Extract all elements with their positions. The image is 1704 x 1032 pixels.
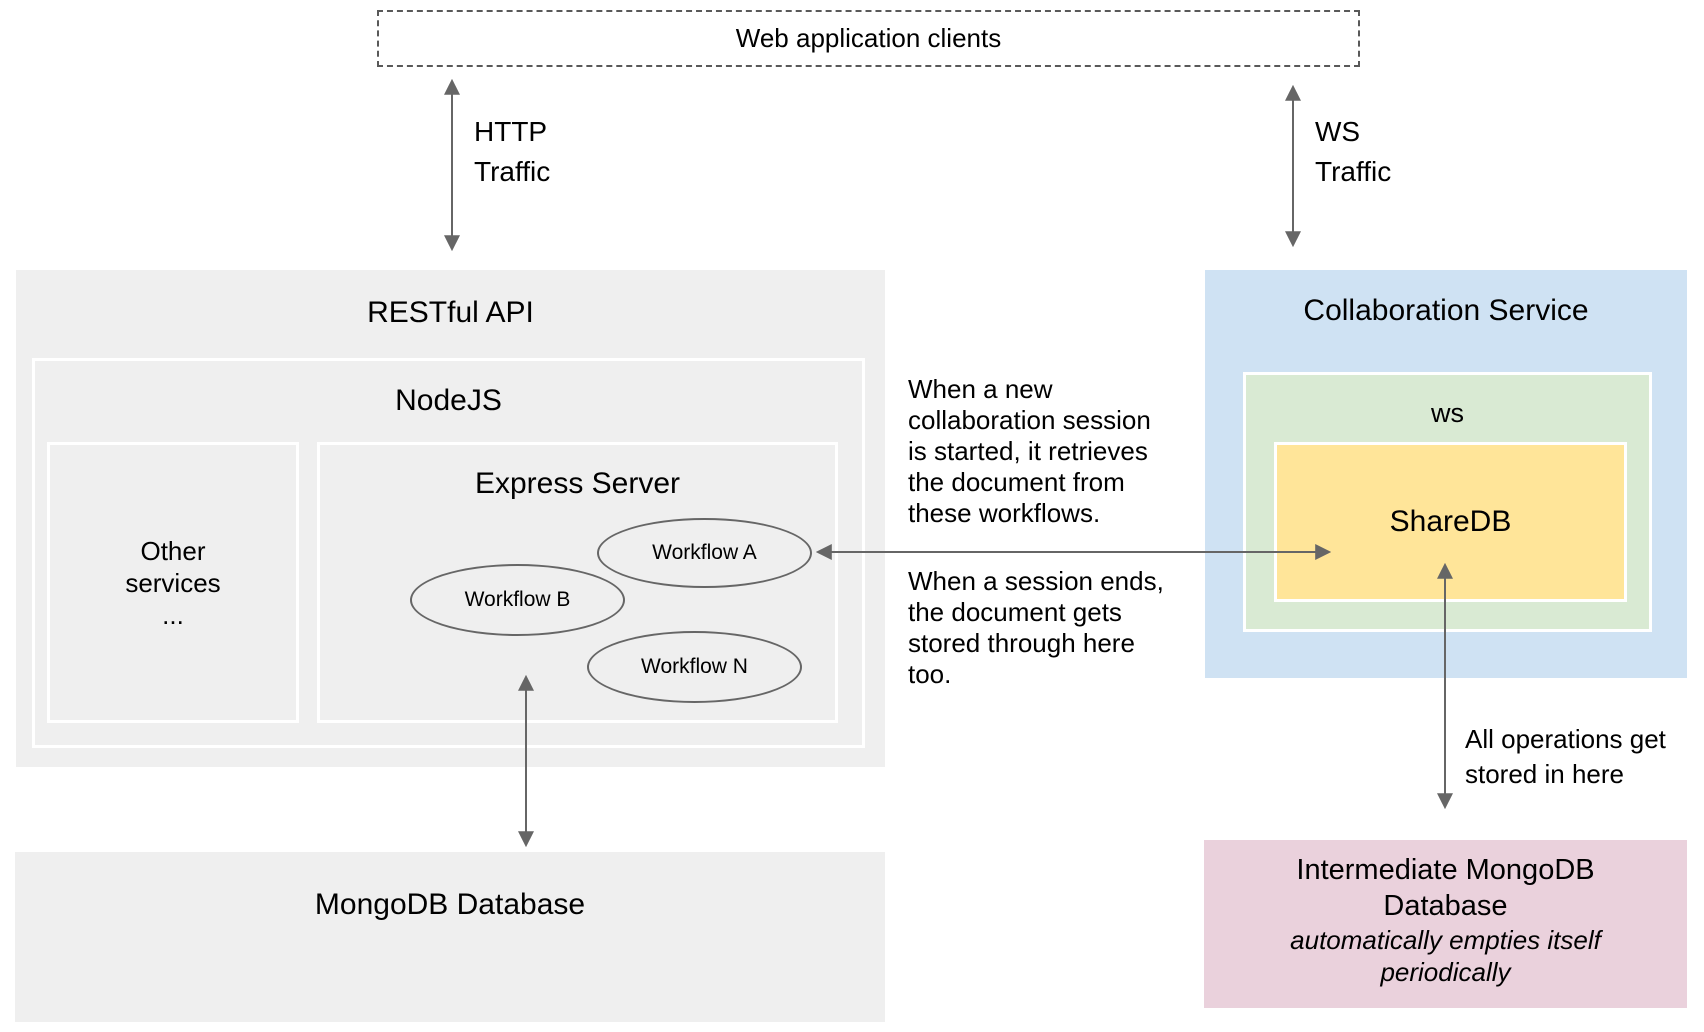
mongodb-box xyxy=(15,852,885,1022)
web-clients-label: Web application clients xyxy=(735,23,1002,53)
express-server-title: Express Server xyxy=(474,467,681,500)
intermediate-mongodb-subtitle: automatically empties itself periodicall… xyxy=(1290,925,1601,987)
workflow-b-label: Workflow B xyxy=(464,588,571,611)
intermediate-mongodb-title: Intermediate MongoDB Database xyxy=(1296,854,1595,922)
sharedb-box: ShareDB xyxy=(1274,442,1627,602)
intermediate-mongodb-box: Intermediate MongoDB Database automatica… xyxy=(1204,840,1687,1008)
workflow-n-ellipse: Workflow N xyxy=(587,631,802,703)
workflow-a-label: Workflow A xyxy=(652,541,757,564)
ws-box-title: ws xyxy=(1431,398,1464,428)
mongodb-title: MongoDB Database xyxy=(314,888,586,921)
other-services-box: Other services ... xyxy=(47,442,299,723)
workflow-a-ellipse: Workflow A xyxy=(597,518,812,588)
other-services-label: Other services ... xyxy=(125,535,221,630)
workflow-n-label: Workflow N xyxy=(641,655,748,678)
workflow-b-ellipse: Workflow B xyxy=(410,564,625,636)
collaboration-service-title: Collaboration Service xyxy=(1303,294,1589,327)
restful-api-title: RESTful API xyxy=(367,296,534,329)
http-traffic-label: HTTP Traffic xyxy=(474,116,551,187)
ws-traffic-label: WS Traffic xyxy=(1315,116,1392,187)
nodejs-title: NodeJS xyxy=(395,384,502,417)
session-start-note: When a new collaboration session is star… xyxy=(908,374,1151,528)
session-end-note: When a session ends, the document gets s… xyxy=(908,566,1164,689)
sharedb-title: ShareDB xyxy=(1389,505,1512,538)
operations-note: All operations get stored in here xyxy=(1465,724,1666,789)
web-clients-box: Web application clients xyxy=(377,10,1360,67)
